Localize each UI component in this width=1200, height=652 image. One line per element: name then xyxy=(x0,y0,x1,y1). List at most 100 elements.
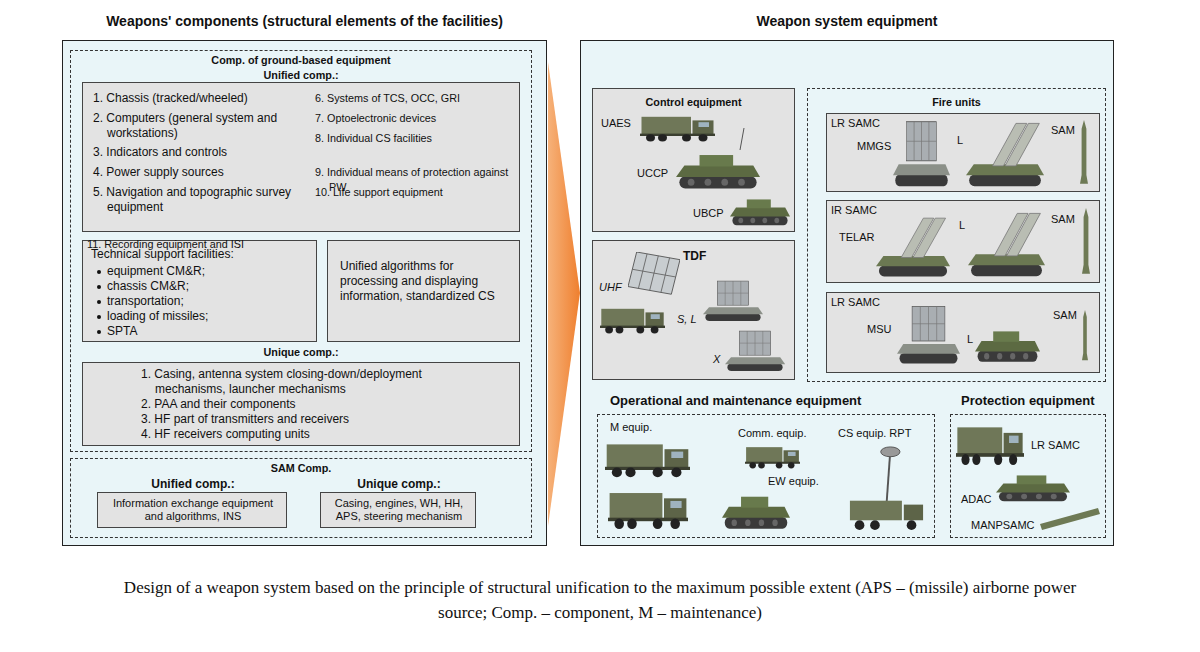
algorithms-box: Unified algorithms for processing and di… xyxy=(327,240,520,342)
label-text: SPTA xyxy=(107,324,137,339)
fire-unit-box: IR SAMC TELAR L SAM xyxy=(826,200,1100,283)
bullet-dot xyxy=(97,315,101,319)
bullet-dot xyxy=(97,285,101,289)
system-panel: Weapon system equipmentControl equipment… xyxy=(580,40,1114,546)
subgroup-heading: Unified comp.: xyxy=(98,477,288,492)
box-heading: Control equipment xyxy=(593,95,794,110)
uhf-antenna-array xyxy=(628,252,680,294)
flow-arrow xyxy=(548,62,580,526)
msu-vehicle xyxy=(897,307,960,364)
label-text: 1. Chassis (tracked/wheeled) xyxy=(93,91,312,106)
label-text: 3. Indicators and controls xyxy=(93,145,312,160)
label-text: 8. Individual CS facilities xyxy=(315,131,525,146)
uccp-mast xyxy=(740,128,744,150)
label-text: 1. Casing, antenna system closing-down/d… xyxy=(141,367,485,397)
protection-group: Protection equipmentLR SAMCADACMANPSAMC xyxy=(950,414,1106,538)
ground-equipment-group: Comp. of ground-based equipmentUnified c… xyxy=(70,50,532,452)
label-text: UHF xyxy=(599,281,622,294)
bullet-dot xyxy=(97,330,101,334)
cs-mast-vehicle xyxy=(850,447,923,530)
fire-unit-box: LR SAMC MSU L SAM xyxy=(826,292,1100,373)
sam-component-group: SAM Comp.Unified comp.:Unique comp.:Info… xyxy=(70,458,532,538)
label-text: loading of missiles; xyxy=(107,309,208,324)
maintenance-group: Operational and maintenance equipmentM e… xyxy=(597,414,935,538)
label-text: equipment CM&R; xyxy=(107,264,205,279)
group-heading: Operational and maintenance equipment xyxy=(610,393,861,409)
label-text: 5. Navigation and topographic survey equ… xyxy=(93,185,312,215)
uhf-radar-vehicle xyxy=(600,309,665,334)
label-text: UCCP xyxy=(637,167,668,180)
label-text: LR SAMC xyxy=(831,296,880,309)
lr-missile xyxy=(1080,120,1088,184)
label-text: Comm. equip. xyxy=(738,427,806,440)
subgroup-heading: Unified comp.: xyxy=(71,68,531,83)
control-equipment-box: Control equipmentUAESUCCPUBCP xyxy=(592,88,795,232)
label-text: X xyxy=(713,353,720,366)
label-text: MANPSAMC xyxy=(971,519,1035,532)
label-text: CS equip. RPT xyxy=(838,427,911,440)
component-panel: Weapons' components (structural elements… xyxy=(62,40,547,546)
subgroup-heading: Unique comp.: xyxy=(321,477,477,492)
label-text: IR SAMC xyxy=(831,204,877,217)
label-text: M equip. xyxy=(610,421,652,434)
label-text: 7. Optoelectronic devices xyxy=(315,111,525,126)
label-text: L xyxy=(959,219,965,232)
label-text: LR SAMC xyxy=(1031,439,1080,452)
label-text: 3. HF part of transmitters and receivers xyxy=(141,412,485,427)
label-text: 4. HF receivers computing units xyxy=(141,427,485,442)
label-text: SAM xyxy=(1053,309,1077,322)
label-text: EW equip. xyxy=(768,475,819,488)
label-text: 10. Life support equipment xyxy=(315,185,525,200)
bullet-dot xyxy=(97,270,101,274)
label-text: 2. Computers (general system and worksta… xyxy=(93,111,312,141)
label-text: L xyxy=(967,333,973,346)
label-text: Information exchange equipment and algor… xyxy=(103,497,283,523)
label-text: UBCP xyxy=(693,207,724,220)
label-text: transportation; xyxy=(107,294,184,309)
label-text: SAM xyxy=(1051,124,1075,137)
label-text: SAM xyxy=(1051,213,1075,226)
ir-launcher xyxy=(968,213,1045,276)
manpads-tube xyxy=(1040,508,1100,530)
adac-vehicle xyxy=(996,475,1070,501)
protection-vehicle xyxy=(956,427,1024,465)
fire-unit-box: LR SAMC MMGS L SAM xyxy=(826,113,1100,192)
label-text: Technical support facilities: xyxy=(91,247,234,262)
uccp-vehicle xyxy=(676,155,760,188)
label-text: Casing, engines, WH, HH, APS, steering m… xyxy=(326,497,472,523)
comm-truck xyxy=(745,447,800,468)
ir-missile xyxy=(1082,208,1090,274)
label-text: 6. Systems of TCS, OCC, GRI xyxy=(315,91,525,106)
bullet-dot xyxy=(97,300,101,304)
fire-units-group: Fire units LR SAMC MMGS L SAM IR SAMC TELAR L SA… xyxy=(807,88,1106,382)
label-text: ADAC xyxy=(961,493,992,506)
ew-vehicle xyxy=(722,497,790,529)
label-text: chassis CM&R; xyxy=(107,279,189,294)
box-heading: TDF xyxy=(683,249,706,264)
label-text: 4. Power supply sources xyxy=(93,165,312,180)
label-text: 2. PAA and their components xyxy=(141,397,485,412)
subgroup-heading: Unique comp.: xyxy=(71,345,531,360)
component-list-box: 1. Chassis (tracked/wheeled) 2. Computers… xyxy=(82,82,520,232)
panel-heading: Weapon system equipment xyxy=(581,13,1113,30)
label-text: MSU xyxy=(867,323,891,336)
label-text: TELAR xyxy=(839,231,874,244)
sr-missile xyxy=(1082,310,1088,360)
figure-caption: Design of a weapon system based on the p… xyxy=(100,575,1100,625)
component-box: Information exchange equipment and algor… xyxy=(97,492,287,528)
ubcp-vehicle xyxy=(730,199,790,225)
sr-launcher xyxy=(975,331,1040,361)
maintenance-truck xyxy=(608,493,688,529)
unique-component-box: 1. Casing, antenna system closing-down/d… xyxy=(82,362,520,446)
group-heading: Comp. of ground-based equipment xyxy=(71,53,531,68)
label-text: LR SAMC xyxy=(831,117,880,130)
group-heading: Fire units xyxy=(808,95,1105,110)
lr-launcher xyxy=(966,123,1044,186)
support-facilities-box: Technical support facilities: equipment C… xyxy=(82,240,317,342)
x-radar-vehicle xyxy=(725,331,785,371)
label-text: Unified algorithms for processing and di… xyxy=(340,259,510,304)
component-box: Casing, engines, WH, HH, APS, steering m… xyxy=(320,492,476,528)
label-text: MMGS xyxy=(857,140,891,153)
label-text: L xyxy=(957,134,963,147)
